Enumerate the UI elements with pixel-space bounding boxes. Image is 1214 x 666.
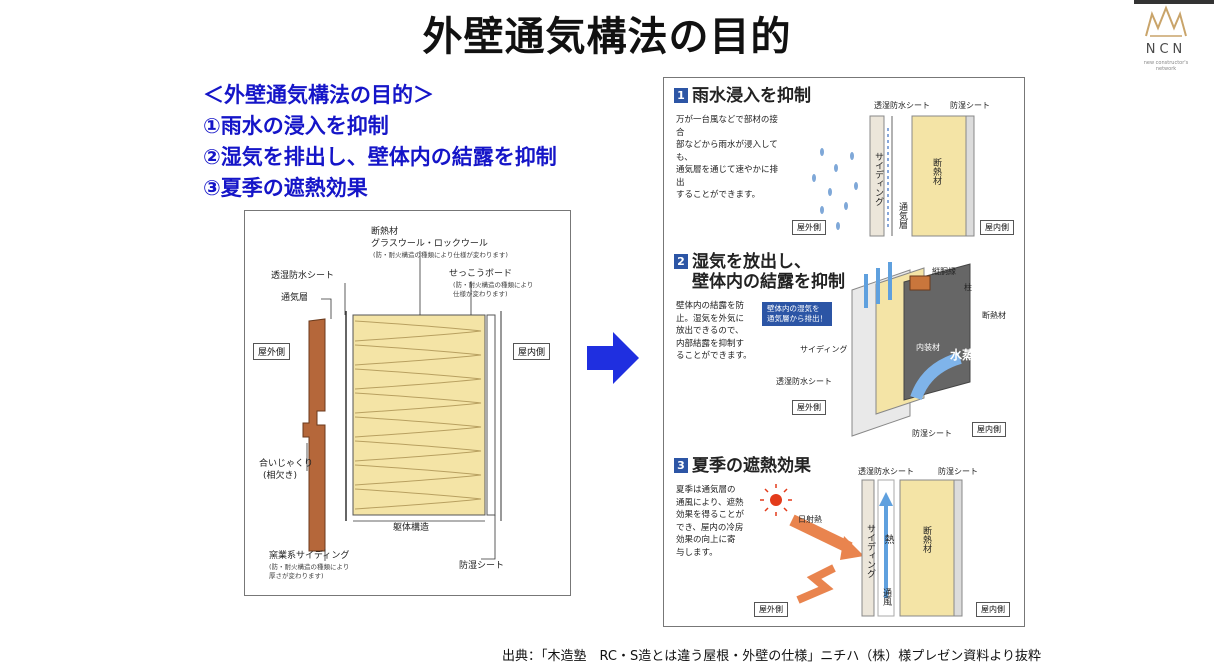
label-inside: 屋内側 [513,343,551,360]
heat-diagram [760,479,963,617]
sec3-desc-line: 与します。 [676,547,718,558]
slide-title: 外壁通気構法の目的 [422,14,792,60]
ncn-logo: NCN new constructor's network [1134,0,1214,94]
sec1-label-siding: サイディング [873,152,883,206]
sec3-label-heat: 熱 [882,534,893,544]
sec1-title: 1 雨水浸入を抑制 [674,86,811,106]
sec2-label-furring: 縦胴縁 [932,267,956,276]
label-glasswool: グラスウール・ロックウール [371,239,488,249]
label-frame: 躯体構造 [393,523,430,533]
sec1-desc-line: することができます。 [676,190,761,200]
label-membrane: 透湿防水シート [271,271,335,281]
label-gypsum: せっこうボード [449,269,513,279]
sec1-label-vent: 通気層 [897,202,907,229]
logo-subtext: new constructor's network [1143,60,1189,72]
purpose-item: ①雨水の浸入を抑制 [203,114,389,138]
sec1-number: 1 [674,88,688,103]
sec3-label-insulation: 断熱材 [921,526,931,553]
label-gypsum-note2: 仕様が変わります) [453,290,508,298]
sec1-desc-line: 万が一台風などで部材の接合 [676,115,778,138]
sec2-label-outside: 屋外側 [792,400,826,415]
sec2-label-stud: 柱 [964,283,972,292]
sec3-number: 3 [674,458,688,473]
sec3-label-siding: サイディング [865,524,875,578]
sec2-title-line2: 壁体内の結露を抑制 [692,272,845,292]
sec2-label-vapor: 防湿シート [912,429,952,438]
label-gypsum-note1: (防・耐火構造の種類により [453,281,534,289]
sec1-label-membrane: 透湿防水シート [874,101,930,110]
label-siding-note2: 厚さが変わります) [269,572,324,580]
sec1-desc: 万が一台風などで部材の接合 部などから雨水が浸入しても、 通気層を通じて速やかに… [676,114,786,202]
sec1-label-inside: 屋内側 [980,220,1014,235]
corner-bar [1134,0,1214,4]
sec3-desc-line: でき、屋内の冷房 [676,522,744,533]
sec1-label-outside: 屋外側 [792,220,826,235]
label-insulation: 断熱材 [371,227,399,237]
sec2-callout: 壁体内の湿気を 通気層から排出！ [762,302,832,326]
sec3-desc: 夏季は通気層の 通風により、遮熱 効果を得ることが でき、屋内の冷房 効果の向上… [676,484,760,559]
sec2-number: 2 [674,254,688,269]
sec2-label-interior: 内装材 [916,343,940,352]
sec2-desc-line: 放出できるので、 [676,326,744,336]
sec2-desc-line: ることができます。 [676,351,752,361]
sec3-desc-line: 通風により、遮熱 [676,497,744,508]
sec3-desc-line: 効果の向上に寄 [676,535,736,545]
sec3-label-inside: 屋内側 [976,602,1010,617]
sec3-label-outside: 屋外側 [754,602,788,617]
sec2-title: 2 湿気を放出し、 [674,252,811,272]
sec2-desc: 壁体内の結露を防 止。湿気を外気に 放出できるので、 内部結露を抑制す ることが… [676,300,766,363]
sec1-desc-line: 部などから雨水が浸入しても、 [676,140,778,163]
sec3-label-sun: 日射熱 [798,515,822,524]
label-siding-note1: (防・耐火構造の種類により [269,563,350,571]
label-joint-sub: (相欠き) [263,471,298,481]
crown-icon [1145,5,1187,37]
sec2-callout-line: 壁体内の湿気を [767,304,820,313]
sec1-title-text: 雨水浸入を抑制 [692,86,811,106]
label-joint: 合いじゃくり [259,459,314,469]
purpose-item: ②湿気を排出し、壁体内の結露を抑制 [203,145,557,169]
wall-section-drawing [302,251,502,561]
sec2-title-line1: 湿気を放出し、 [692,252,811,272]
wall-section-diagram: 断熱材 グラスウール・ロックウール (防・耐火構造の種類により仕様が変わります)… [244,210,571,596]
purpose-item: ③夏季の遮熱効果 [203,176,368,200]
sec2-desc-line: 止。湿気を外気に [676,313,745,324]
sec3-desc-line: 効果を得ることが [676,510,745,520]
sec1-label-vapor: 防湿シート [950,101,990,110]
label-insulation-note: (防・耐火構造の種類により仕様が変わります) [373,251,508,259]
sec2-label-inside: 屋内側 [972,422,1006,437]
sec3-desc-line: 夏季は通気層の [676,485,736,495]
rain-diagram [812,115,975,237]
sec1-desc-line: 通気層を通じて速やかに排出 [676,165,779,188]
moisture-diagram [851,262,971,437]
label-vent-layer: 通気層 [281,293,309,303]
source-citation: 出典：「木造塾 RC・S造とは違う屋根・外壁の仕様」ニチハ（株）様プレゼン資料よ… [502,649,1041,664]
logo-letters: NCN [1145,42,1187,57]
sun-icon [760,484,792,516]
sec2-label-steam: 水蒸気 [950,348,987,362]
sec3-title-text: 夏季の遮熱効果 [692,456,811,476]
sec2-desc-line: 内部結露を抑制す [676,338,745,349]
right-panel: 1 雨水浸入を抑制 万が一台風などで部材の接合 部などから雨水が浸入しても、 通気… [663,77,1025,627]
label-vapor-barrier: 防湿シート [459,561,505,571]
label-siding: 窯業系サイディング [269,551,350,561]
sec2-label-membrane: 透湿防水シート [776,377,832,386]
sec3-label-membrane: 透湿防水シート [858,467,914,476]
sec3-label-vapor: 防湿シート [938,467,978,476]
sec2-label-insulation: 断熱材 [982,311,1006,320]
right-arrow-icon [587,332,639,384]
sec3-title: 3 夏季の遮熱効果 [674,456,811,476]
sec1-label-insulation: 断熱材 [931,158,941,185]
sec2-label-siding: サイディング [800,345,848,354]
sec3-label-air: 通風 [881,588,891,606]
purpose-list: ＜外壁通気構法の目的＞ ①雨水の浸入を抑制 ②湿気を排出し、壁体内の結露を抑制 … [203,80,557,204]
sec2-callout-line: 通気層から排出！ [767,314,827,323]
label-outside: 屋外側 [253,343,291,360]
purpose-heading: ＜外壁通気構法の目的＞ [203,83,434,107]
sec2-desc-line: 壁体内の結露を防 [676,301,745,311]
